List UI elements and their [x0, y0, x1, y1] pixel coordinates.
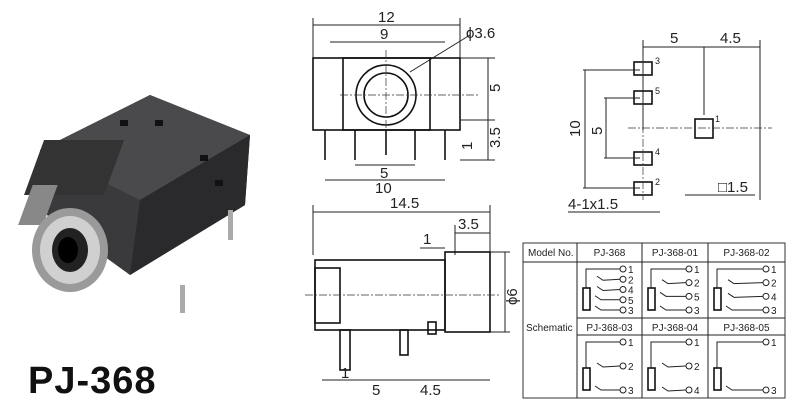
sleeve-symbol [647, 367, 656, 391]
model-name: PJ-368-02 [723, 248, 770, 259]
dim-pin-length: 3.5 [487, 127, 504, 148]
pin-number: 3 [771, 306, 777, 317]
pin-terminal [685, 338, 693, 346]
dim-front-width: 12 [378, 9, 395, 26]
pin-number: 2 [694, 362, 700, 373]
pin-terminal [619, 362, 627, 370]
dim-pin-a: 1 [341, 365, 349, 382]
pin-terminal [619, 286, 627, 293]
pin-number: 4 [771, 292, 777, 303]
pad-label: 2 [655, 177, 660, 187]
pin-number: 5 [628, 296, 634, 307]
pcb-footprint: 5 4.5 3 5 4 2 1 10 5 □1.5 4-1x1.5 [567, 30, 772, 213]
pin-terminal [685, 292, 693, 300]
dim-pin-gap: 1 [459, 142, 476, 150]
model-name: PJ-368 [594, 248, 626, 259]
sleeve-symbol [713, 367, 722, 391]
pin-terminal [762, 292, 770, 300]
pin-number: 1 [628, 265, 634, 276]
pin-number: 2 [694, 279, 700, 290]
pin-number: 1 [771, 265, 777, 276]
dim-diameter: ϕ6 [504, 288, 521, 305]
schematic-diagram: 1 2 5 3 [647, 265, 700, 317]
pin-number: 3 [628, 306, 634, 317]
pad-label: 4 [655, 147, 660, 157]
dim-hole-dia: ϕ3.6 [466, 25, 495, 42]
dim-pin-c: 4.5 [420, 382, 441, 399]
dim-offset: 1 [423, 231, 431, 248]
product-title: PJ-368 [28, 360, 157, 402]
sleeve-symbol [582, 287, 591, 311]
pin-number: 1 [771, 338, 777, 349]
header-model-no: Model No. [528, 248, 574, 259]
pin-terminal [619, 275, 627, 283]
pin-terminal [619, 338, 627, 346]
pin-number: 3 [771, 386, 777, 397]
model-name: PJ-368-04 [652, 323, 699, 334]
schematic-diagram: 1 2 4 3 [713, 265, 777, 317]
dim-pad-note: 4-1x1.5 [568, 196, 618, 213]
pin-terminal [685, 362, 693, 370]
dim-body-height: 5 [487, 84, 504, 92]
model-name: PJ-368-03 [586, 323, 633, 334]
pin-number: 4 [628, 286, 634, 297]
dim-fp-y-inner: 5 [589, 127, 606, 135]
schematic-diagram: 1 2 3 [582, 338, 634, 397]
pad-label: 3 [655, 56, 660, 66]
dim-front-inner: 9 [380, 26, 388, 43]
pin-terminal [762, 279, 770, 287]
model-name: PJ-368-01 [652, 248, 699, 259]
pin-terminal [762, 306, 770, 314]
pin-terminal [619, 265, 627, 273]
sleeve-symbol [713, 287, 722, 311]
pin-number: 3 [628, 386, 634, 397]
side-view: 14.5 3.5 1 ϕ6 1 5 4.5 [305, 195, 521, 399]
schematic-table: Model No. Schematic PJ-36812453PJ-368-01… [522, 242, 786, 399]
pin-number: 2 [771, 279, 777, 290]
pad-label: 5 [655, 86, 660, 96]
dim-pin-b: 5 [372, 382, 380, 399]
pin-number: 4 [694, 386, 700, 397]
pin-number: 1 [694, 338, 700, 349]
pin-terminal [685, 265, 693, 273]
pin-terminal [762, 338, 770, 346]
pin-number: 3 [694, 306, 700, 317]
pin-terminal [619, 386, 627, 394]
pin-number: 2 [628, 362, 634, 373]
pin-terminal [685, 306, 693, 314]
schematic-diagram: 13 [713, 338, 777, 397]
pin-terminal [619, 306, 627, 314]
dim-pin-span-5: 5 [380, 165, 388, 182]
pin-terminal [685, 386, 693, 394]
dim-fp-x1: 5 [670, 30, 678, 47]
dim-pad-size: □1.5 [718, 179, 748, 196]
pin-terminal [685, 279, 693, 287]
pin-number: 2 [628, 275, 634, 286]
pin-terminal [762, 386, 770, 394]
dim-fp-x2: 4.5 [720, 30, 741, 47]
product-photo [18, 95, 250, 313]
dim-front-length: 3.5 [458, 216, 479, 233]
front-view: 12 9 ϕ3.6 5 3.5 1 5 10 [312, 9, 504, 197]
pad-label: 1 [715, 114, 720, 124]
schematic-diagram: 1 2 4 [647, 338, 700, 397]
dim-length: 14.5 [390, 195, 419, 212]
pin-number: 1 [694, 265, 700, 276]
pin-number: 5 [694, 292, 700, 303]
pin-terminal [619, 296, 627, 304]
dim-fp-y-total: 10 [567, 120, 584, 137]
row-label-schematic: Schematic [526, 323, 573, 334]
sleeve-symbol [647, 287, 656, 311]
pin-number: 1 [628, 338, 634, 349]
pin-terminal [762, 265, 770, 273]
dim-pin-span-10: 10 [375, 180, 392, 197]
sleeve-symbol [582, 367, 591, 391]
model-name: PJ-368-05 [723, 323, 770, 334]
